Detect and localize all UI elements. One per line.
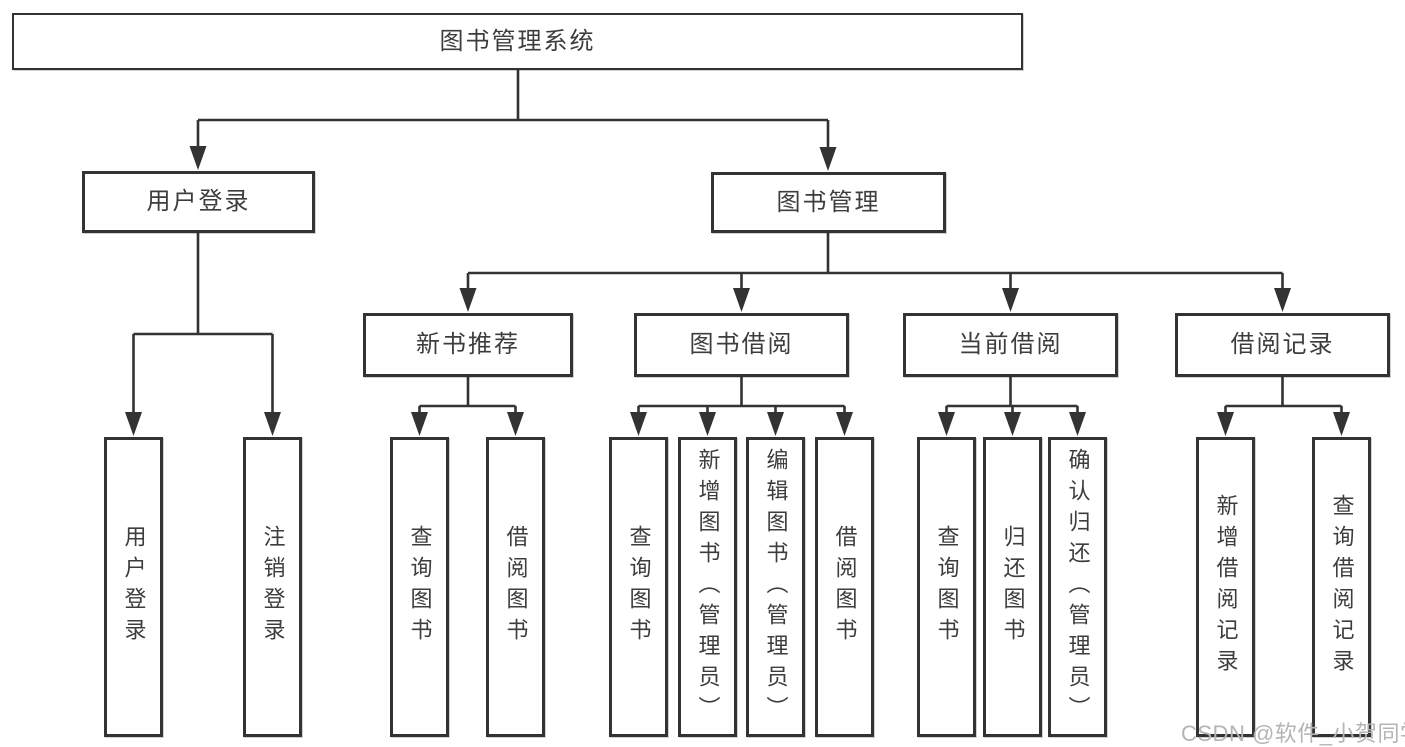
node-label: 编辑图书（管理员） — [763, 447, 789, 727]
connector-book-borrow-group — [637, 377, 846, 420]
node-return-books: 归还图书 — [983, 437, 1042, 737]
node-label: 用户登录 — [146, 188, 251, 215]
node-label: 归还图书 — [1000, 525, 1026, 649]
arrowhead — [189, 146, 207, 170]
arrowhead — [630, 412, 647, 436]
node-confirm-return-admin: 确认归还（管理员） — [1048, 437, 1107, 737]
node-borrow-books: 借阅图书 — [815, 437, 874, 737]
node-label: 新书推荐 — [416, 331, 520, 358]
node-query-books-borrowing: 查询图书 — [609, 437, 668, 737]
node-borrow-books-recommend: 借阅图书 — [486, 437, 545, 737]
node-label: 借阅图书 — [832, 525, 858, 649]
node-leaf-logout: 注销登录 — [243, 437, 302, 737]
arrowhead — [938, 412, 955, 436]
node-user-login: 用户登录 — [82, 171, 315, 233]
node-current-borrowing: 当前借阅 — [903, 313, 1118, 377]
arrowhead — [125, 412, 142, 436]
node-book-borrowing: 图书借阅 — [634, 313, 849, 377]
node-label: 新增图书（管理员） — [695, 447, 721, 727]
node-label: 当前借阅 — [958, 331, 1063, 358]
arrowhead — [1002, 288, 1019, 312]
connector-book-management — [466, 233, 1284, 296]
node-label: 查询借阅记录 — [1329, 494, 1355, 680]
arrowhead — [819, 147, 837, 171]
node-label: 借阅记录 — [1230, 331, 1335, 358]
arrowhead — [767, 412, 784, 436]
node-label: 注销登录 — [260, 525, 286, 649]
arrowhead — [1217, 412, 1234, 436]
node-leaf-user-login: 用户登录 — [104, 437, 163, 737]
arrowhead — [699, 412, 716, 436]
arrowhead — [459, 288, 477, 312]
node-new-book-recommend: 新书推荐 — [363, 313, 573, 377]
connector-user-login-group — [132, 233, 274, 420]
arrowhead — [1069, 412, 1086, 436]
node-query-books-recommend: 查询图书 — [390, 437, 449, 737]
connector-new-book-group — [418, 377, 517, 420]
connector-root — [196, 70, 830, 153]
arrowhead — [836, 412, 853, 436]
node-label: 图书管理系统 — [439, 27, 596, 55]
node-label: 图书借阅 — [689, 331, 794, 358]
node-label: 用户登录 — [121, 525, 147, 649]
node-borrowing-records: 借阅记录 — [1175, 313, 1390, 377]
arrowhead — [1004, 412, 1021, 436]
node-label: 图书管理 — [776, 188, 881, 216]
node-label: 查询图书 — [407, 525, 433, 649]
arrowhead — [733, 288, 750, 312]
node-library-management-system: 图书管理系统 — [12, 13, 1023, 70]
node-query-borrow-record: 查询借阅记录 — [1312, 437, 1371, 737]
arrowhead — [264, 412, 281, 436]
connector-records-group — [1224, 377, 1343, 420]
node-query-books-current: 查询图书 — [917, 437, 976, 737]
node-label: 新增借阅记录 — [1213, 494, 1239, 680]
arrowhead — [1333, 412, 1350, 436]
arrowhead — [411, 412, 428, 436]
arrowhead — [507, 412, 524, 436]
node-label: 查询图书 — [934, 525, 960, 649]
node-add-book-admin: 新增图书（管理员） — [678, 437, 737, 737]
arrowhead — [1274, 288, 1291, 312]
node-edit-book-admin: 编辑图书（管理员） — [746, 437, 805, 737]
watermark: CSDN @软件_小贺同学 — [1181, 721, 1405, 746]
node-label: 确认归还（管理员） — [1065, 447, 1091, 727]
node-label: 查询图书 — [626, 525, 652, 649]
node-book-management: 图书管理 — [711, 172, 946, 233]
node-add-borrow-record: 新增借阅记录 — [1196, 437, 1255, 737]
node-label: 借阅图书 — [503, 525, 529, 649]
